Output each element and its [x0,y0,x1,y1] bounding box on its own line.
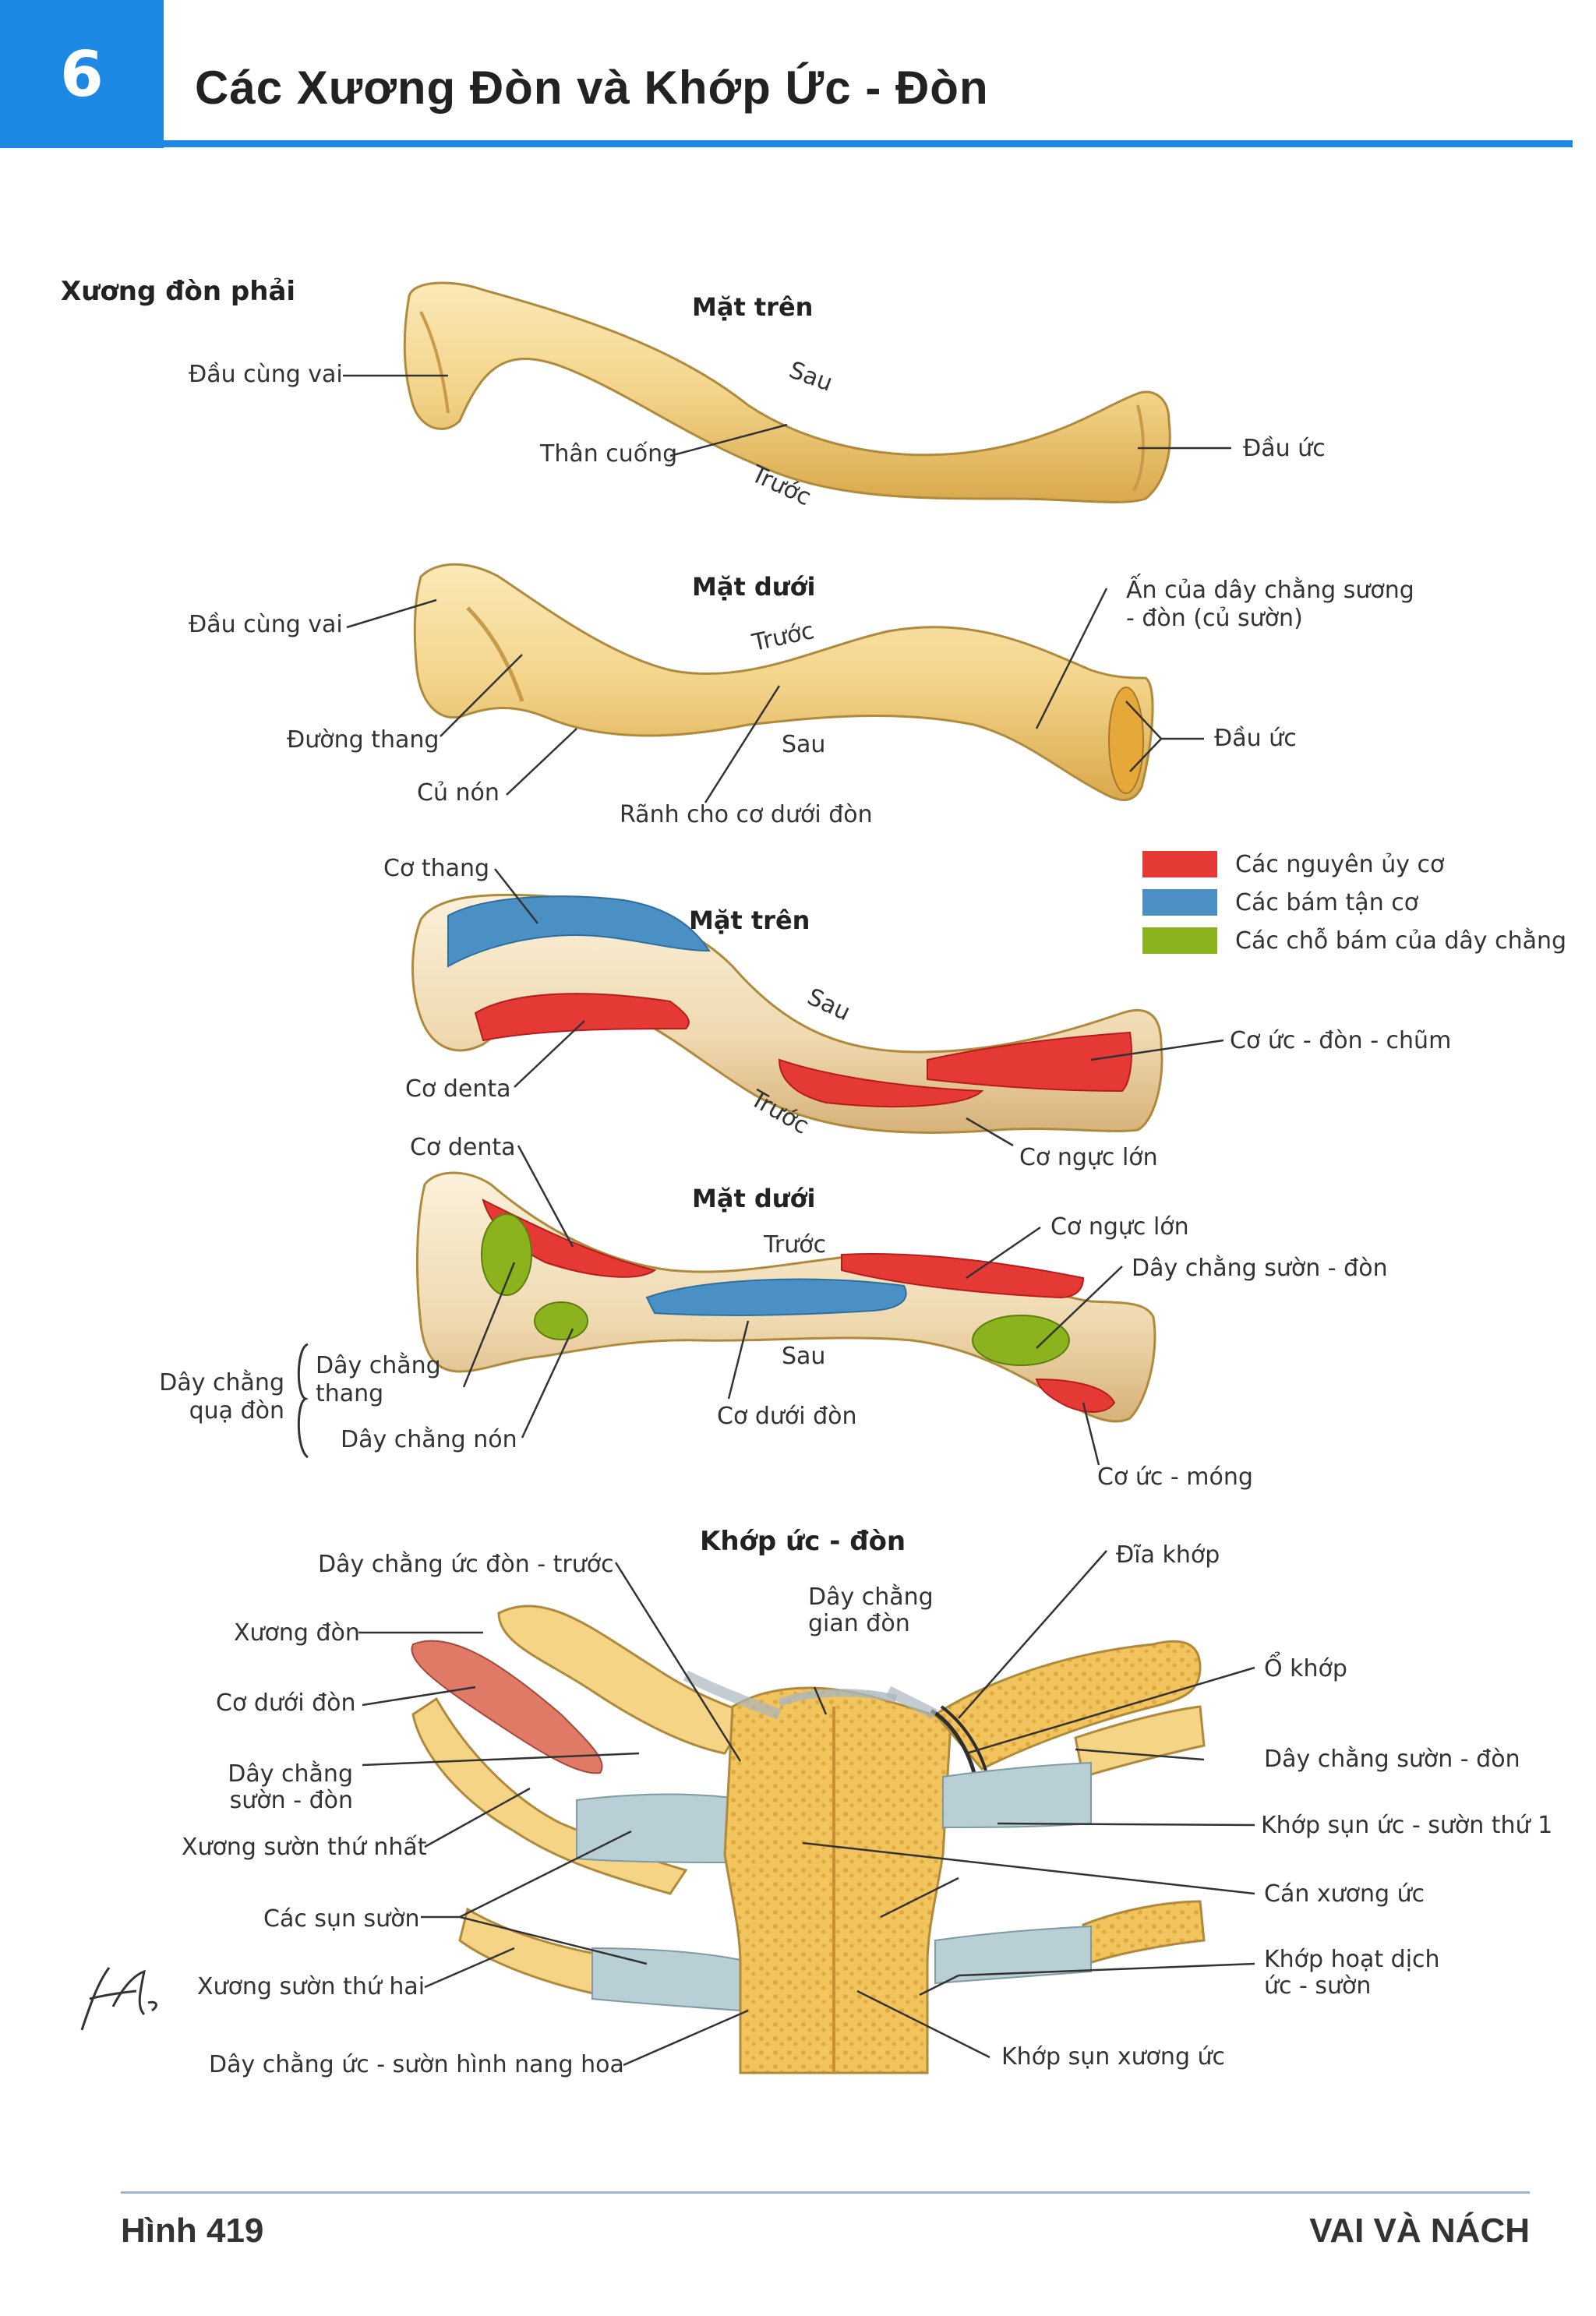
label-coracoclavicular: Dây chằng quạ đòn [159,1369,284,1425]
artist-signature-mark [80,1967,157,2031]
label-second-rib: Xương sườn thứ hai [197,1973,425,2000]
label-costoclavicular-right: Dây chằng sườn - đòn [1264,1746,1520,1773]
label-trapezoid-line: Đường thang [287,726,440,754]
brace-mark [297,1343,309,1459]
clavicle-superior-attachments [411,893,1163,1134]
leader-lines [343,374,1255,2067]
legend-label-origin: Các nguyên ủy cơ [1235,851,1445,878]
label-deltoid: Cơ denta [405,1075,511,1103]
chapter-title: VAI VÀ NÁCH [1309,2212,1530,2250]
label-anterior: Trước [764,1231,827,1259]
label-ant-sc-ligament: Dây chằng ức đòn - trước [318,1551,614,1578]
label-deltoid: Cơ denta [410,1134,516,1161]
label-costoclavicular-ligament: Dây chằng sườn - đòn [1132,1255,1388,1282]
section-title-sc-joint: Khớp ức - đòn [700,1526,906,1557]
legend-swatch-origin [1142,851,1217,877]
label-sternal-end: Đầu ức [1243,435,1326,462]
label-trapezoid-ligament: Dây chằng thang [316,1352,441,1407]
label-pectoralis: Cơ ngực lớn [1019,1144,1158,1171]
label-articular-disc: Đĩa khớp [1116,1541,1220,1569]
figure-number: Hình 419 [121,2212,264,2250]
label-posterior: Sau [782,731,826,758]
label-shaft: Thân cuống [540,440,678,468]
header-rule [164,140,1573,147]
page-title: Các Xương Đòn và Khớp Ức - Đòn [195,62,989,114]
label-manubrium: Cán xương ức [1264,1880,1425,1908]
clavicle-superior-view [403,281,1171,503]
view-label: Mặt trên [689,906,810,935]
legend-label-insertion: Các bám tận cơ [1235,889,1419,916]
label-posterior: Sau [782,1343,826,1370]
label-synovial-sc: Khớp hoạt dịch ức - sườn [1264,1946,1440,2000]
clavicle-inferior-attachments [415,1171,1156,1423]
legend-swatch-ligament [1142,927,1217,954]
label-subclavius: Cơ dưới đòn [717,1403,857,1430]
view-label: Mặt dưới [692,1184,816,1213]
view-label: Mặt dưới [692,572,816,602]
label-clavicle: Xương đòn [234,1619,360,1647]
label-costoclavicular-impression: Ấn của dây chằng sương - đòn (củ sườn) [1126,577,1414,632]
label-acromial-end: Đầu cùng vai [189,611,343,638]
legend-swatch-insertion [1142,889,1217,916]
section-title-right-clavicle: Xương đòn phải [61,276,296,307]
label-conoid-ligament: Dây chằng nón [341,1426,517,1453]
label-first-rib: Xương sườn thứ nhất [182,1834,427,1861]
chapter-number: 6 [0,0,164,148]
label-interclavicular: Dây chằng gian đòn [808,1583,934,1637]
label-conoid-tubercle: Củ nón [417,779,500,807]
label-radiate-ligament: Dây chằng ức - sườn hình nang hoa [209,2051,624,2078]
legend-label-ligament: Các chỗ bám của dây chằng [1235,927,1567,955]
label-sternal-end: Đầu ức [1214,725,1297,752]
label-scm: Cơ ức - đòn - chũm [1230,1027,1452,1054]
label-subclavius-groove: Rãnh cho cơ dưới đòn [620,801,873,828]
label-subclavius: Cơ dưới đòn [216,1689,356,1717]
label-acromial-end: Đầu cùng vai [189,361,343,388]
label-trapezius: Cơ thang [383,855,490,882]
sternoclavicular-joint [411,1605,1206,2074]
label-joint-cavity: Ổ khớp [1264,1655,1347,1682]
label-costal-cartilages: Các sụn sườn [263,1905,420,1933]
label-pectoralis: Cơ ngực lớn [1050,1213,1189,1241]
label-sternohyoid: Cơ ức - móng [1097,1463,1253,1491]
label-manubriosternal: Khớp sụn xương ức [1001,2043,1226,2071]
label-costoclavicular-left: Dây chằng sườn - đòn [228,1760,353,1814]
footer-rule [121,2191,1530,2194]
view-label: Mặt trên [692,292,814,322]
label-sternocostal-1: Khớp sụn ức - sườn thứ 1 [1261,1812,1553,1839]
